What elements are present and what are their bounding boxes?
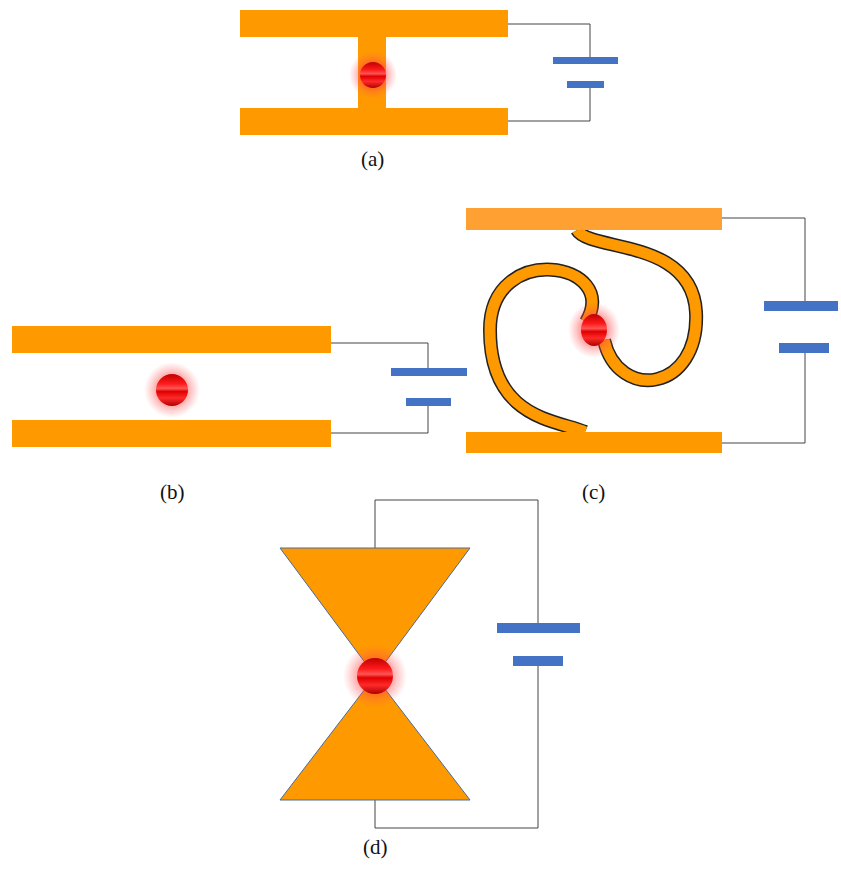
- battery-plate: [779, 343, 829, 353]
- panel-d: [280, 500, 580, 828]
- emitter: [357, 658, 393, 694]
- electrode: [466, 432, 722, 453]
- emitter: [581, 314, 607, 346]
- electrode: [240, 10, 508, 37]
- panel-label: (d): [361, 835, 390, 860]
- wire: [508, 24, 590, 60]
- emitter: [156, 374, 188, 406]
- panel-b: [12, 326, 467, 447]
- panel-label: (c): [580, 480, 607, 505]
- glow: [343, 644, 407, 708]
- battery-plate: [497, 623, 580, 633]
- wire: [722, 218, 805, 301]
- electrode: [12, 420, 331, 447]
- glow: [568, 302, 620, 358]
- panel-c: [466, 208, 838, 453]
- wire: [508, 88, 590, 121]
- panel-label: (a): [359, 147, 386, 172]
- glow: [144, 362, 200, 418]
- panel-a: [240, 10, 618, 135]
- battery-plate: [406, 398, 451, 406]
- battery-plate: [553, 57, 618, 64]
- electrode: [240, 108, 508, 135]
- electrode: [12, 326, 331, 353]
- battery-plate: [567, 81, 604, 88]
- emitter: [360, 62, 386, 88]
- battery-plate: [391, 368, 467, 376]
- wire: [331, 343, 428, 369]
- wire: [722, 352, 805, 443]
- electrode: [466, 208, 722, 230]
- glow: [349, 51, 397, 99]
- battery-plate: [513, 656, 563, 666]
- wire: [331, 405, 428, 433]
- panel-label: (b): [158, 480, 187, 505]
- battery-plate: [764, 301, 838, 311]
